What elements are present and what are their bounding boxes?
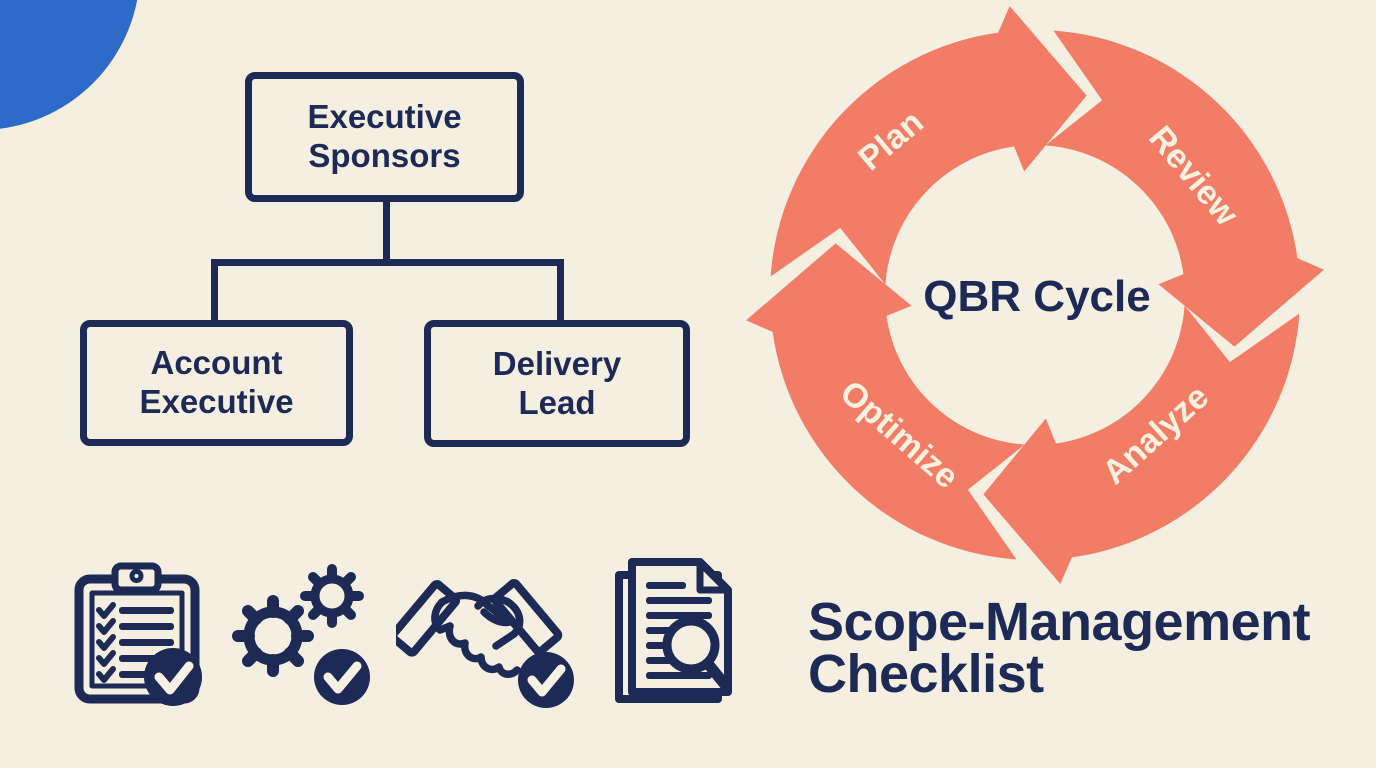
check-badge — [314, 649, 370, 705]
clasped-hands — [431, 591, 524, 678]
org-box-delivery-lead: Delivery Lead — [424, 320, 690, 447]
clipboard-checklist-icon — [74, 562, 202, 706]
org-connector-stem — [383, 202, 390, 263]
cycle-arrow-analyze — [983, 305, 1300, 584]
org-box-label: Executive Sponsors — [307, 98, 462, 174]
check-badge — [518, 652, 574, 708]
check-badge — [144, 648, 202, 706]
org-connector-vleft — [211, 259, 218, 323]
org-box-account-executive: Account Executive — [80, 320, 353, 446]
magnifier-lens — [662, 616, 720, 674]
cycle-title: QBR Cycle — [923, 272, 1150, 321]
org-connector-vright — [557, 259, 564, 323]
org-box-label: Delivery Lead — [492, 344, 622, 421]
cycle-arrow-optimize — [746, 243, 1025, 560]
cycle-arrow-plan — [770, 6, 1087, 285]
qbr-cycle-diagram: Plan Review Analyze Optimize QBR Cycle — [746, 6, 1324, 584]
left-sleeve — [396, 580, 460, 657]
org-box-label: Account Executive — [139, 344, 294, 420]
org-box-executive-sponsors: Executive Sponsors — [245, 72, 524, 202]
handshake-icon — [396, 579, 574, 708]
cycle-arrow-review — [1045, 30, 1324, 347]
org-connector-hbar — [211, 259, 564, 266]
gears-icon — [232, 564, 370, 705]
checklist-heading: Scope-Management Checklist — [808, 592, 1311, 705]
magnifier-handle — [703, 659, 732, 692]
corner-quarter-circle-decoration — [0, 0, 140, 130]
document-magnifier-icon — [615, 558, 732, 703]
cycle-arrows — [746, 6, 1324, 584]
